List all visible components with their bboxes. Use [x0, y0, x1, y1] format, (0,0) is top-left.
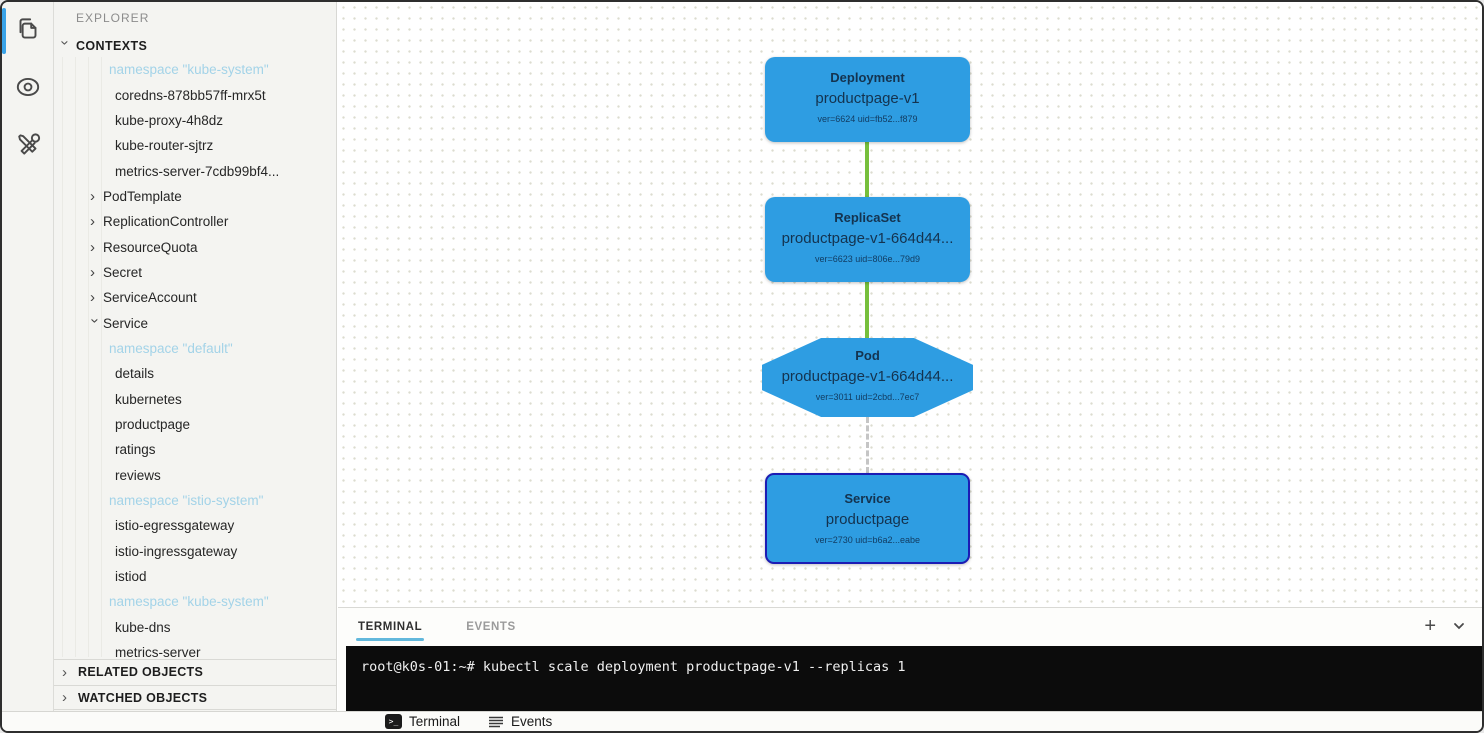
graph-node-deployment[interactable]: Deployment productpage-v1 ver=6624 uid=f…: [765, 57, 970, 142]
panel-actions: +: [1424, 607, 1466, 645]
tree-item[interactable]: coredns-878bb57ff-mrx5t: [115, 87, 266, 103]
terminal-line: root@k0s-01:~# kubectl scale deployment …: [361, 659, 906, 675]
indent-guide: [88, 57, 89, 657]
tree-item[interactable]: ratings: [115, 442, 156, 458]
add-terminal-icon[interactable]: +: [1424, 615, 1436, 637]
section-contexts[interactable]: › CONTEXTS: [56, 38, 148, 53]
terminal-icon: >_: [385, 714, 402, 729]
chevron-down-icon: ›: [56, 40, 74, 46]
explorer-header: EXPLORER: [76, 11, 150, 25]
chevron-right-icon: ›: [90, 187, 95, 205]
tree-item[interactable]: productpage: [115, 416, 191, 432]
indent-guide: [75, 57, 76, 657]
tree-item-kind[interactable]: ›ReplicationController: [90, 213, 229, 231]
tab-terminal[interactable]: TERMINAL: [355, 620, 425, 641]
bottom-panel: TERMINAL EVENTS + root@k0s-01:~# kubectl…: [338, 607, 1482, 711]
tree-item[interactable]: kube-router-sjtrz: [115, 138, 214, 154]
tree-item-namespace[interactable]: namespace "kube-system": [109, 594, 269, 610]
status-events-button[interactable]: Events: [488, 714, 552, 729]
edge-replicaset-pod: [865, 282, 869, 338]
active-view-indicator: [2, 8, 6, 54]
chevron-right-icon: ›: [62, 663, 68, 681]
edge-deployment-replicaset: [865, 142, 869, 197]
panel-tab-bar: TERMINAL EVENTS: [338, 607, 1482, 645]
tab-events[interactable]: EVENTS: [466, 620, 516, 633]
chevron-down-icon[interactable]: [1452, 619, 1466, 633]
tree-item-kind[interactable]: ›Service: [86, 315, 149, 331]
tree-item[interactable]: kubernetes: [115, 391, 182, 407]
tree-item-namespace[interactable]: namespace "kube-system": [109, 62, 269, 78]
edge-pod-service: [866, 417, 869, 473]
resource-graph-canvas[interactable]: Deployment productpage-v1 ver=6624 uid=f…: [338, 2, 1482, 607]
graph-node-service[interactable]: Service productpage ver=2730 uid=b6a2...…: [765, 473, 970, 564]
tree-item[interactable]: reviews: [115, 467, 161, 483]
copy-icon[interactable]: [13, 14, 43, 44]
section-watched-objects[interactable]: › WATCHED OBJECTS: [54, 685, 336, 710]
section-related-objects[interactable]: › RELATED OBJECTS: [54, 659, 336, 684]
tree-item-kind[interactable]: ›ResourceQuota: [90, 238, 198, 256]
graph-node-replicaset[interactable]: ReplicaSet productpage-v1-664d44... ver=…: [765, 197, 970, 282]
tree-item[interactable]: istio-egressgateway: [115, 518, 235, 534]
section-contexts-label: CONTEXTS: [76, 38, 148, 53]
tree-item[interactable]: metrics-server-7cdb99bf4...: [115, 163, 280, 179]
tools-icon[interactable]: [13, 130, 43, 160]
chevron-right-icon: ›: [62, 689, 68, 706]
chevron-right-icon: ›: [90, 289, 95, 307]
eye-icon[interactable]: [13, 72, 43, 102]
terminal-output[interactable]: root@k0s-01:~# kubectl scale deployment …: [346, 646, 1482, 711]
chevron-right-icon: ›: [90, 213, 95, 231]
tree-item-kind[interactable]: ›Secret: [90, 263, 143, 281]
tree-item[interactable]: istiod: [115, 569, 147, 585]
tree-item[interactable]: metrics-server: [115, 645, 201, 657]
activity-bar: [2, 2, 54, 711]
status-bar: >_ Terminal Events: [2, 711, 1482, 731]
events-icon: [488, 715, 504, 729]
chevron-down-icon: ›: [86, 317, 104, 323]
tree-item[interactable]: kube-dns: [115, 619, 171, 635]
tree-item[interactable]: istio-ingressgateway: [115, 543, 238, 559]
status-terminal-button[interactable]: >_ Terminal: [385, 714, 460, 729]
graph-node-pod[interactable]: Pod productpage-v1-664d44... ver=3011 ui…: [762, 338, 973, 417]
tree-item-namespace[interactable]: namespace "istio-system": [109, 493, 264, 509]
chevron-right-icon: ›: [90, 263, 95, 281]
tree-item-kind[interactable]: ›PodTemplate: [90, 187, 182, 205]
tree-item[interactable]: kube-proxy-4h8dz: [115, 112, 224, 128]
tree-item-kind[interactable]: ›ServiceAccount: [90, 289, 197, 307]
indent-guide: [62, 57, 63, 657]
explorer-sidebar: EXPLORER › CONTEXTS namespace "kube-syst…: [54, 2, 337, 711]
tree-item-namespace[interactable]: namespace "default": [109, 340, 233, 356]
contexts-tree: namespace "kube-system" coredns-878bb57f…: [54, 57, 336, 657]
indent-guide: [101, 57, 102, 657]
tree-item[interactable]: details: [115, 366, 155, 382]
chevron-right-icon: ›: [90, 238, 95, 256]
